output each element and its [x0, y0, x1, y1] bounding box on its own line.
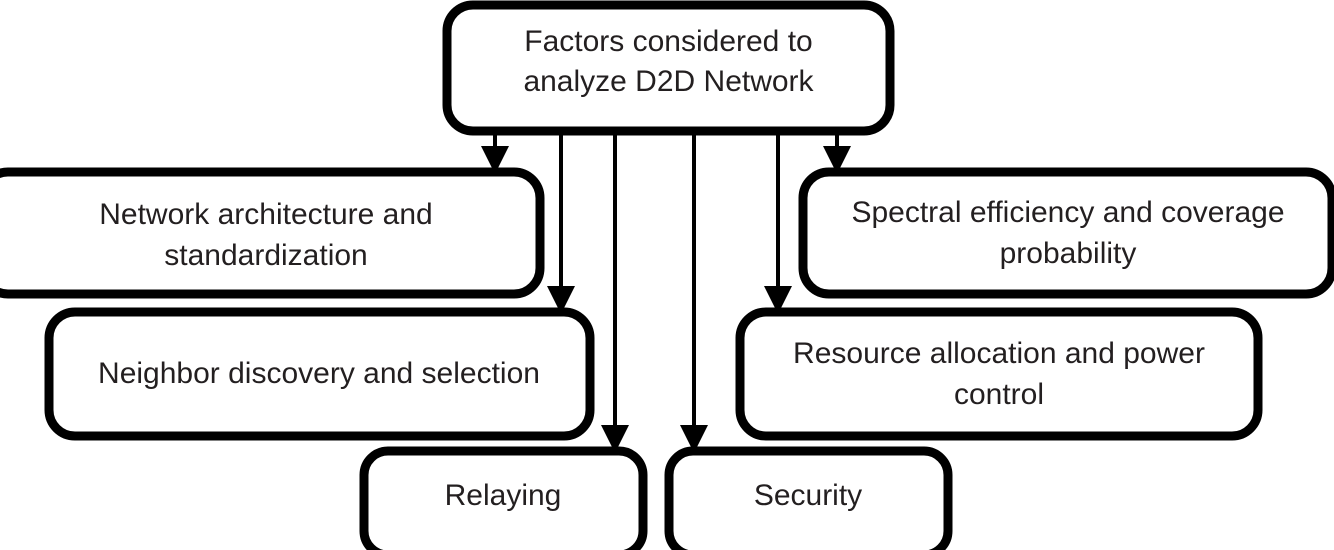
connector-root-to-relaying: [601, 131, 629, 453]
node-resource-allocation-box[interactable]: [735, 307, 1263, 441]
connector-root-to-network-architecture: [481, 131, 509, 174]
node-neighbor-discovery[interactable]: Neighbor discovery and selection: [44, 307, 595, 441]
arrow-head-icon: [823, 146, 851, 174]
arrow-head-icon: [601, 425, 629, 453]
node-spectral-efficiency[interactable]: Spectral efficiency and coverage probabi…: [798, 167, 1334, 299]
node-security-label: Security: [754, 479, 862, 512]
node-network-architecture-label-line1: Network architecture and: [99, 198, 433, 231]
node-root-box[interactable]: [442, 0, 895, 136]
node-neighbor-discovery-label-line1: Neighbor discovery and selection: [98, 357, 540, 390]
node-spectral-efficiency-label-line2: probability: [1000, 237, 1137, 270]
node-network-architecture-label-line2: standardization: [164, 239, 367, 272]
node-resource-allocation-label-line1: Resource allocation and power: [793, 337, 1205, 370]
connector-root-to-resource-allocation: [764, 131, 792, 314]
node-root[interactable]: Factors considered to analyze D2D Networ…: [442, 0, 895, 136]
node-root-label-line1: Factors considered to: [524, 25, 812, 58]
node-spectral-efficiency-box[interactable]: [798, 167, 1334, 299]
node-relaying-label: Relaying: [445, 479, 562, 512]
connector-root-to-security: [680, 131, 708, 453]
arrow-head-icon: [481, 146, 509, 174]
node-security[interactable]: Security: [664, 446, 953, 550]
node-resource-allocation-label-line2: control: [954, 378, 1044, 411]
arrow-head-icon: [764, 286, 792, 314]
node-spectral-efficiency-label-line1: Spectral efficiency and coverage: [851, 196, 1284, 229]
connector-group: [481, 131, 851, 453]
connector-root-to-spectral-efficiency: [823, 131, 851, 174]
arrow-head-icon: [680, 425, 708, 453]
node-root-label-line2: analyze D2D Network: [523, 65, 814, 98]
node-security-box[interactable]: [664, 446, 953, 550]
node-network-architecture[interactable]: Network architecture and standardization: [0, 167, 545, 299]
node-resource-allocation[interactable]: Resource allocation and power control: [735, 307, 1263, 441]
node-relaying[interactable]: Relaying: [359, 446, 648, 550]
arrow-head-icon: [547, 286, 575, 314]
connector-root-to-neighbor-discovery: [547, 131, 575, 314]
node-relaying-box[interactable]: [359, 446, 648, 550]
node-network-architecture-box[interactable]: [0, 167, 545, 299]
node-neighbor-discovery-box[interactable]: [44, 307, 595, 441]
